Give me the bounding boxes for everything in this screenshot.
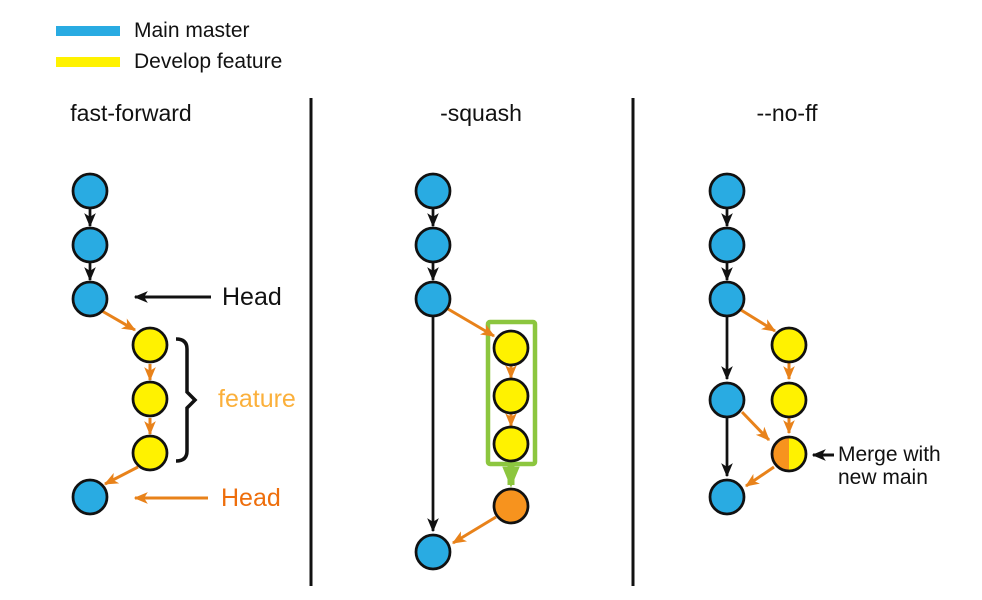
- head-label-after: Head: [221, 484, 281, 512]
- commit-node-yellow: [492, 329, 530, 367]
- commit-node-blue: [71, 280, 109, 318]
- feature-branch-label: feature: [218, 385, 296, 413]
- merge-with-new-main-note: Merge with new main: [838, 443, 941, 489]
- commit-node-yellow: [770, 326, 808, 364]
- commit-node-blue: [71, 172, 109, 210]
- commit-node-blue: [708, 172, 746, 210]
- commit-node-blue: [708, 478, 746, 516]
- commit-node-orange: [492, 487, 530, 525]
- commit-node-yellow: [131, 380, 169, 418]
- commit-node-yellow: [492, 425, 530, 463]
- commit-node-blue: [708, 226, 746, 264]
- arrow-orange: [103, 465, 139, 486]
- commit-node-yellow: [131, 434, 169, 472]
- commit-node-blue: [414, 533, 452, 571]
- legend-item-develop-feature: Develop feature: [56, 47, 282, 77]
- arrow-orange: [740, 308, 776, 333]
- legend-item-main-master: Main master: [56, 16, 282, 46]
- arrow-orange: [101, 309, 137, 332]
- main-master-swatch: [56, 26, 120, 36]
- arrow-orange: [447, 307, 496, 338]
- legend-label-develop-feature: Develop feature: [134, 50, 283, 73]
- panel-title-fast-forward: fast-forward: [70, 100, 192, 126]
- legend-label-main-master: Main master: [134, 19, 250, 42]
- panel-title-squash: -squash: [440, 100, 522, 126]
- commit-node-blue: [71, 226, 109, 264]
- commit-node-blue: [708, 280, 746, 318]
- commit-node-blue: [414, 280, 452, 318]
- commit-node-blue: [414, 172, 452, 210]
- merge-commit-node: [770, 435, 808, 473]
- arrow-orange: [740, 410, 771, 442]
- develop-feature-swatch: [56, 57, 120, 67]
- commit-node-blue: [708, 381, 746, 419]
- commit-node-yellow: [492, 377, 530, 415]
- commit-node-blue: [414, 226, 452, 264]
- arrow-orange: [745, 465, 775, 488]
- panel-title-no-ff: --no-ff: [756, 100, 818, 126]
- feature-brace: [175, 337, 198, 463]
- commit-node-blue: [71, 478, 109, 516]
- commit-node-yellow: [131, 326, 169, 364]
- head-label-before: Head: [222, 283, 282, 311]
- squash-group-box: [485, 319, 538, 467]
- commit-node-yellow: [770, 381, 808, 419]
- arrow-orange: [452, 515, 497, 545]
- legend: Main master Develop feature: [56, 16, 282, 77]
